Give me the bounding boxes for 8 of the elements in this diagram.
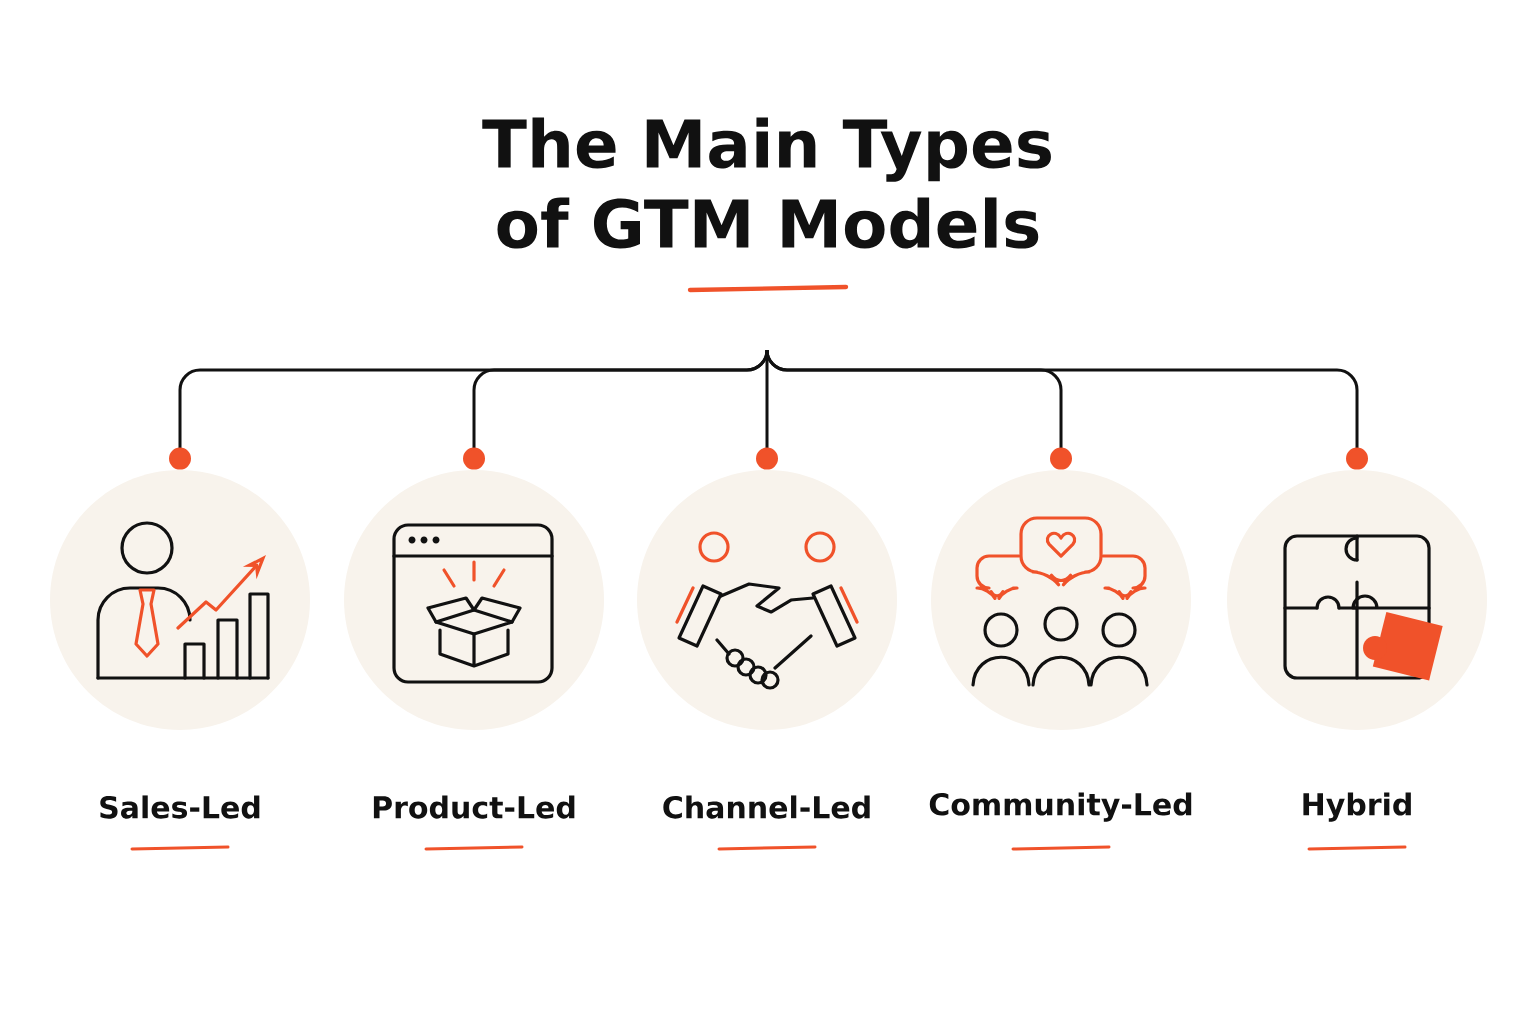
- model-label: Sales-Led: [100, 795, 260, 819]
- model-label: Community-Led: [929, 792, 1192, 822]
- model-label: Product-Led: [373, 795, 575, 819]
- title: The Main Types of GTM Models: [482, 117, 1051, 249]
- model-label: Channel-Led: [663, 795, 870, 819]
- connector-line: [463, 348, 769, 470]
- model-label: Hybrid: [1303, 792, 1411, 822]
- connector-line: [765, 348, 1368, 470]
